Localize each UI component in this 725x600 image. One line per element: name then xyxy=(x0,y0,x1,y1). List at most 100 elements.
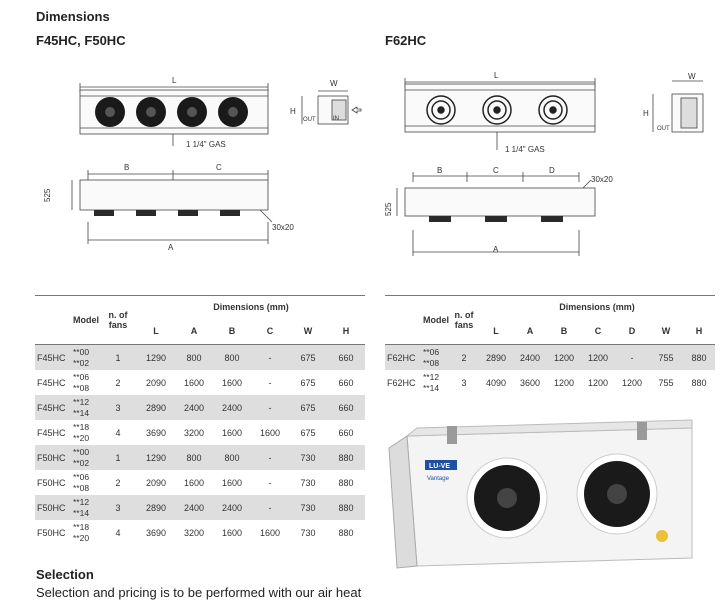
cell-A: 3200 xyxy=(183,427,205,438)
cell-C: 1600 xyxy=(259,527,281,538)
cell-L: 2890 xyxy=(137,495,175,520)
cell-B: 1600 xyxy=(221,427,243,438)
cell-C: - xyxy=(251,445,289,470)
cell-B: 1200 xyxy=(547,344,581,370)
cell-L: 2090 xyxy=(145,377,167,388)
dim-W: W xyxy=(330,79,338,88)
cell-D: 1200 xyxy=(621,377,643,388)
header-col-C-right: C xyxy=(594,326,602,336)
header-model: Model xyxy=(73,315,99,325)
cell-A: 2400 xyxy=(175,495,213,520)
cell-W: 730 xyxy=(300,477,316,488)
variant-code: **20 xyxy=(73,432,90,443)
cell-fans: 3 xyxy=(99,395,137,420)
header-col-D-right: D xyxy=(628,326,636,336)
cell-fans: 3 xyxy=(99,495,137,520)
cell-W: 730 xyxy=(289,495,327,520)
dim-L: L xyxy=(172,76,177,85)
dim-W-right: W xyxy=(688,72,696,81)
cell-C: - xyxy=(251,344,289,370)
cell-W: 675 xyxy=(300,377,316,388)
variant-code: **06 xyxy=(423,346,440,357)
cell-L: 1290 xyxy=(137,344,175,370)
dim-C-right: C xyxy=(493,166,499,175)
header-fans: n. of fans xyxy=(108,310,128,330)
fan-motors-left xyxy=(94,210,240,216)
cell-A: 1600 xyxy=(183,477,205,488)
cell-B: 2400 xyxy=(213,395,251,420)
out-label: OUT xyxy=(303,117,316,123)
left-dimensions-table: Model n. of fans Dimensions (mm) L A B C… xyxy=(35,296,365,545)
right-dimensions-table: Model n. of fans Dimensions (mm) L A B C… xyxy=(385,296,715,395)
cell-fans: 2 xyxy=(115,477,121,488)
right-technical-drawing: L 1 1/4" GAS W H OUT B C D 525 30x20 A xyxy=(385,71,704,256)
header-col-W-right: W xyxy=(661,326,671,336)
cell-model: F62HC xyxy=(387,377,416,388)
cell-H: 880 xyxy=(327,445,365,470)
right-drawing-title: F62HC xyxy=(385,33,427,48)
dim-A: A xyxy=(168,243,174,250)
cell-A: 3600 xyxy=(519,377,541,388)
right-dimensions-table-wrapper: Model n. of fans Dimensions (mm) L A B C… xyxy=(385,295,715,395)
in-label: IN xyxy=(333,116,339,122)
header-col-L: L xyxy=(153,326,159,336)
dim-A-right: A xyxy=(493,245,499,254)
variant-code: **00 xyxy=(73,346,90,357)
cell-B: 1600 xyxy=(221,527,243,538)
cell-L: 2090 xyxy=(145,477,167,488)
cell-fans: 3 xyxy=(461,377,467,388)
cell-variants: **18**20 xyxy=(73,420,99,445)
cell-H: 660 xyxy=(327,395,365,420)
cell-C: 1600 xyxy=(259,427,281,438)
header-col-H: H xyxy=(342,326,350,336)
cell-A: 2400 xyxy=(513,344,547,370)
variant-code: **12 xyxy=(73,496,90,507)
gas-label-right: 1 1/4" GAS xyxy=(505,145,545,154)
cell-L: 2890 xyxy=(479,344,513,370)
cell-L: 3690 xyxy=(145,527,167,538)
variant-code: **06 xyxy=(73,371,90,382)
cell-L: 1290 xyxy=(137,445,175,470)
cell-model: F45HC xyxy=(37,427,66,438)
variant-code: **00 xyxy=(73,446,90,457)
cell-B: 800 xyxy=(213,344,251,370)
cell-variants: **12**14 xyxy=(73,395,99,420)
gas-label: 1 1/4" GAS xyxy=(186,140,226,149)
header-col-B-right: B xyxy=(560,326,568,336)
selection-text: Selection and pricing is to be performed… xyxy=(36,585,362,600)
cell-fans: 4 xyxy=(115,427,121,438)
dim-D: D xyxy=(549,166,555,175)
header-col-A-right: A xyxy=(526,326,534,336)
cell-C: - xyxy=(268,477,272,488)
header-col-W: W xyxy=(303,326,313,336)
cell-B: 2400 xyxy=(213,495,251,520)
variant-code: **02 xyxy=(73,457,90,468)
variant-code: **02 xyxy=(73,357,90,368)
cell-model: F50HC xyxy=(35,445,73,470)
fan-motors-right xyxy=(429,216,563,222)
cell-model: F45HC xyxy=(37,377,66,388)
variant-code: **12 xyxy=(73,396,90,407)
cell-model: F45HC xyxy=(35,344,73,370)
dim-L-right: L xyxy=(494,71,499,80)
header-col-B: B xyxy=(228,326,236,336)
cell-fans: 2 xyxy=(115,377,121,388)
cell-W: 755 xyxy=(658,377,674,388)
cell-variants: **06**08 xyxy=(423,344,449,370)
variant-code: **14 xyxy=(73,507,90,518)
cell-variants: **12**14 xyxy=(423,370,449,395)
cell-B: 1600 xyxy=(221,477,243,488)
cell-A: 800 xyxy=(175,344,213,370)
variant-code: **18 xyxy=(73,421,90,432)
dim-H-right: H xyxy=(643,109,649,118)
variant-code: **08 xyxy=(423,357,440,368)
dim-C: C xyxy=(216,163,222,172)
